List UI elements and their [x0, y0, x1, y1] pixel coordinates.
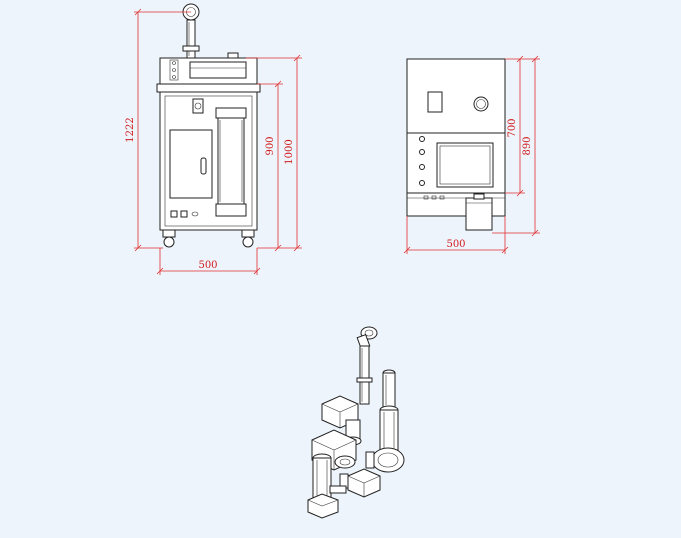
indicator-window: [427, 91, 443, 113]
panel-indicator: [419, 149, 425, 155]
display-screen: [436, 142, 494, 188]
dim-side-upper-height: 700: [507, 118, 518, 137]
side-dimensions: [403, 55, 540, 254]
dim-side-total-height: 890: [522, 136, 533, 155]
door-handle: [200, 157, 207, 175]
head-unit: [159, 57, 258, 85]
key-switch: [192, 98, 204, 114]
filter-cartridge: [307, 453, 339, 519]
panel-indicator: [419, 180, 425, 186]
vent-pipe: [379, 369, 399, 451]
upper-housing: [406, 58, 506, 134]
dim-front-overall-height: 1000: [284, 139, 295, 164]
dim-front-body-height: 900: [265, 136, 276, 155]
isometric-piping-view: [307, 326, 405, 519]
connector-pipe: [329, 485, 347, 494]
panel-indicator: [419, 136, 425, 142]
side-view: [406, 58, 506, 231]
dim-front-width: 500: [198, 260, 217, 271]
front-casters: [162, 229, 255, 248]
front-dimensions: [134, 8, 302, 275]
bottom-module: [465, 197, 493, 231]
front-cabinet: [156, 83, 261, 231]
panel-indicator: [419, 164, 425, 170]
control-button: [180, 210, 188, 218]
front-view: [156, 3, 261, 248]
lower-valve-block: [347, 468, 381, 498]
top-lug: [227, 52, 239, 59]
blower-housing: [365, 447, 405, 473]
filter-column: [215, 107, 247, 217]
dim-front-total-height: 1222: [125, 117, 136, 142]
gauge-dial: [473, 96, 489, 112]
exhaust-elbow: [356, 326, 378, 405]
control-button: [170, 210, 178, 218]
dim-side-width: 500: [446, 239, 465, 250]
